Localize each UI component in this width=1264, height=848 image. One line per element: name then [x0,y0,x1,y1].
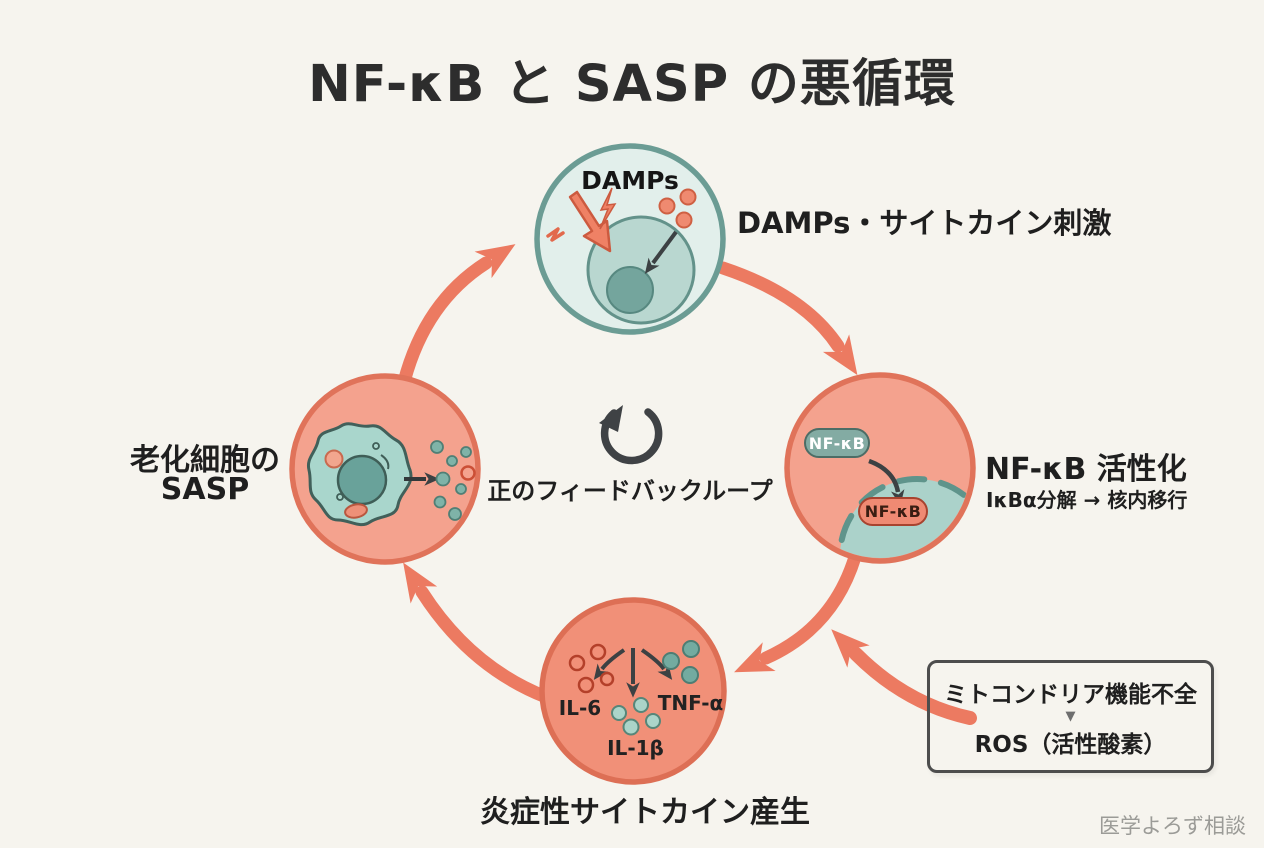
nfkb-node-caption: NF-κB 活性化 [985,452,1187,487]
damage-arrow-icon [568,190,612,253]
feedback-loop-label: 正のフィードバックループ [487,477,773,505]
cytokine-dots-icon [658,188,697,229]
cycle-arrow-sasp-to-damps-icon [397,244,516,389]
il1b-dots-icon [611,697,661,736]
stimulus-arrow-icon [644,230,678,274]
translocation-arrow-icon [868,458,905,506]
watermark: 医学よろず相談 [1099,814,1246,838]
il1b-label: IL-1β [607,736,664,760]
senescent-nucleus-icon [336,454,388,506]
ros-box-line1: ミトコンドリア機能不全 [944,681,1197,708]
down-triangle-icon: ▼ [1065,708,1076,724]
nfkb-cytoplasm-pill: NF-κB [804,428,870,458]
tnfa-label: TNF-α [657,691,724,715]
sasp-caption-line1: 老化細胞の [130,443,280,478]
loop-arrow-icon [599,405,663,465]
damps-node-caption: DAMPs・サイトカイン刺激 [737,206,1112,240]
cytokines-node-caption: 炎症性サイトカイン産生 [480,795,810,830]
il6-dots-icon [568,643,615,694]
cycle-arrow-nfkb-to-cytokines-icon [734,550,862,673]
cycle-arrow-cytokines-to-sasp-icon [403,562,553,704]
secretion-arrow-right-icon [640,648,673,680]
sasp-node [289,373,481,565]
damps-node [534,143,726,335]
spark-icon [546,227,565,242]
page-title: NF-κB と SASP の悪循環 [308,55,956,114]
nfkb-nucleus-pill: NF-κB [858,497,928,526]
tnfa-dots-icon [662,640,700,684]
ros-box-line2: ROS（活性酸素） [974,731,1167,758]
damps-inner-label: DAMPs [581,166,679,195]
ros-feed-arrow-icon [831,629,977,725]
sasp-factor-dots-icon [430,440,476,521]
nfkb-node-subcaption: IκBα分解 → 核内移行 [986,488,1188,512]
organelle-icon [344,503,368,519]
vacuole-icon [324,449,344,469]
il6-label: IL-6 [558,696,602,720]
lightning-icon [599,187,617,230]
secretion-arrow-left-icon [593,648,626,680]
sasp-caption-line2: SASP [160,472,250,507]
cycle-arrow-damps-to-nfkb-icon [716,261,858,376]
cytokines-node [539,597,727,785]
ros-side-box: ミトコンドリア機能不全 ▼ ROS（活性酸素） [927,660,1214,773]
cell-nucleus-icon [606,266,654,314]
